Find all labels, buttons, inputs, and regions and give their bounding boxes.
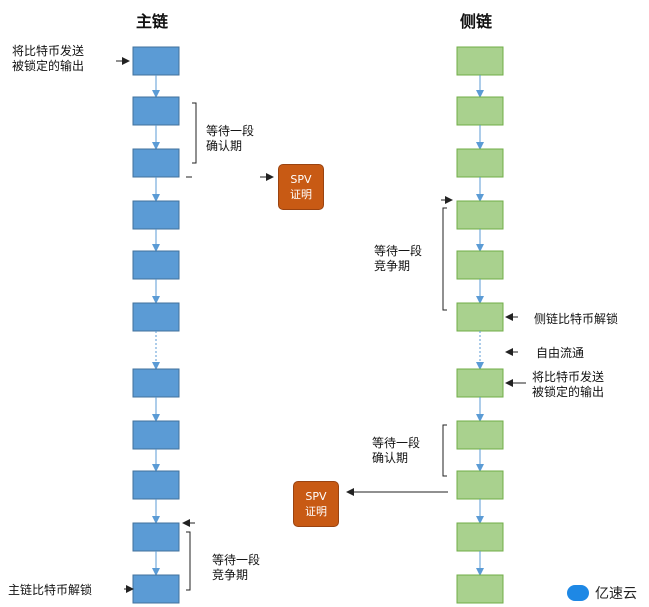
main-chain-header: 主链 (136, 12, 169, 31)
main-lock-output-label: 将比特币发送 被锁定的输出 (12, 44, 85, 73)
watermark: 亿速云 (561, 581, 643, 605)
connectors (116, 57, 526, 593)
side-wait-contest-label: 等待一段 竞争期 (374, 244, 423, 273)
spv-proof-bottom-text: SPV 证明 (305, 490, 327, 518)
side-chain-header: 侧链 (460, 12, 493, 31)
main-confirm-bracket (192, 102, 197, 164)
main-chain-block (132, 46, 180, 76)
spv-proof-top: SPV 证明 (278, 164, 324, 210)
side-chain (456, 46, 504, 604)
side-chain-block (456, 148, 504, 178)
side-confirm-bracket (442, 424, 447, 477)
side-chain-block (456, 574, 504, 604)
main-chain-block (132, 250, 180, 280)
side-contest-bracket (442, 207, 447, 311)
side-wait-confirm-label: 等待一段 确认期 (372, 436, 421, 465)
side-chain-block (456, 368, 504, 398)
side-free-circulation-label: 自由流通 (536, 346, 585, 360)
main-chain-block (132, 574, 180, 604)
main-chain-block (132, 96, 180, 126)
main-chain-block (132, 200, 180, 230)
main-chain-block (132, 420, 180, 450)
main-chain (132, 46, 180, 604)
side-unlock-label: 侧链比特币解锁 (534, 312, 619, 326)
side-lock-output-label: 将比特币发送 被锁定的输出 (532, 370, 605, 399)
main-chain-block (132, 368, 180, 398)
side-chain-block (456, 470, 504, 500)
main-wait-confirm-label: 等待一段 确认期 (206, 124, 255, 153)
main-chain-block (132, 522, 180, 552)
side-chain-block (456, 46, 504, 76)
side-chain-block (456, 522, 504, 552)
watermark-text: 亿速云 (595, 586, 637, 602)
main-contest-bracket (186, 531, 191, 591)
main-chain-block (132, 470, 180, 500)
main-unlock-label: 主链比特币解锁 (8, 583, 93, 597)
side-chain-block (456, 200, 504, 230)
spv-proof-bottom: SPV 证明 (293, 481, 339, 527)
side-chain-block (456, 302, 504, 332)
main-chain-block (132, 148, 180, 178)
main-wait-contest-label: 等待一段 竞争期 (212, 553, 261, 582)
side-chain-block (456, 96, 504, 126)
main-chain-block (132, 302, 180, 332)
side-chain-block (456, 250, 504, 280)
side-chain-block (456, 420, 504, 450)
spv-proof-top-text: SPV 证明 (290, 173, 312, 201)
cloud-logo-icon (567, 585, 589, 601)
